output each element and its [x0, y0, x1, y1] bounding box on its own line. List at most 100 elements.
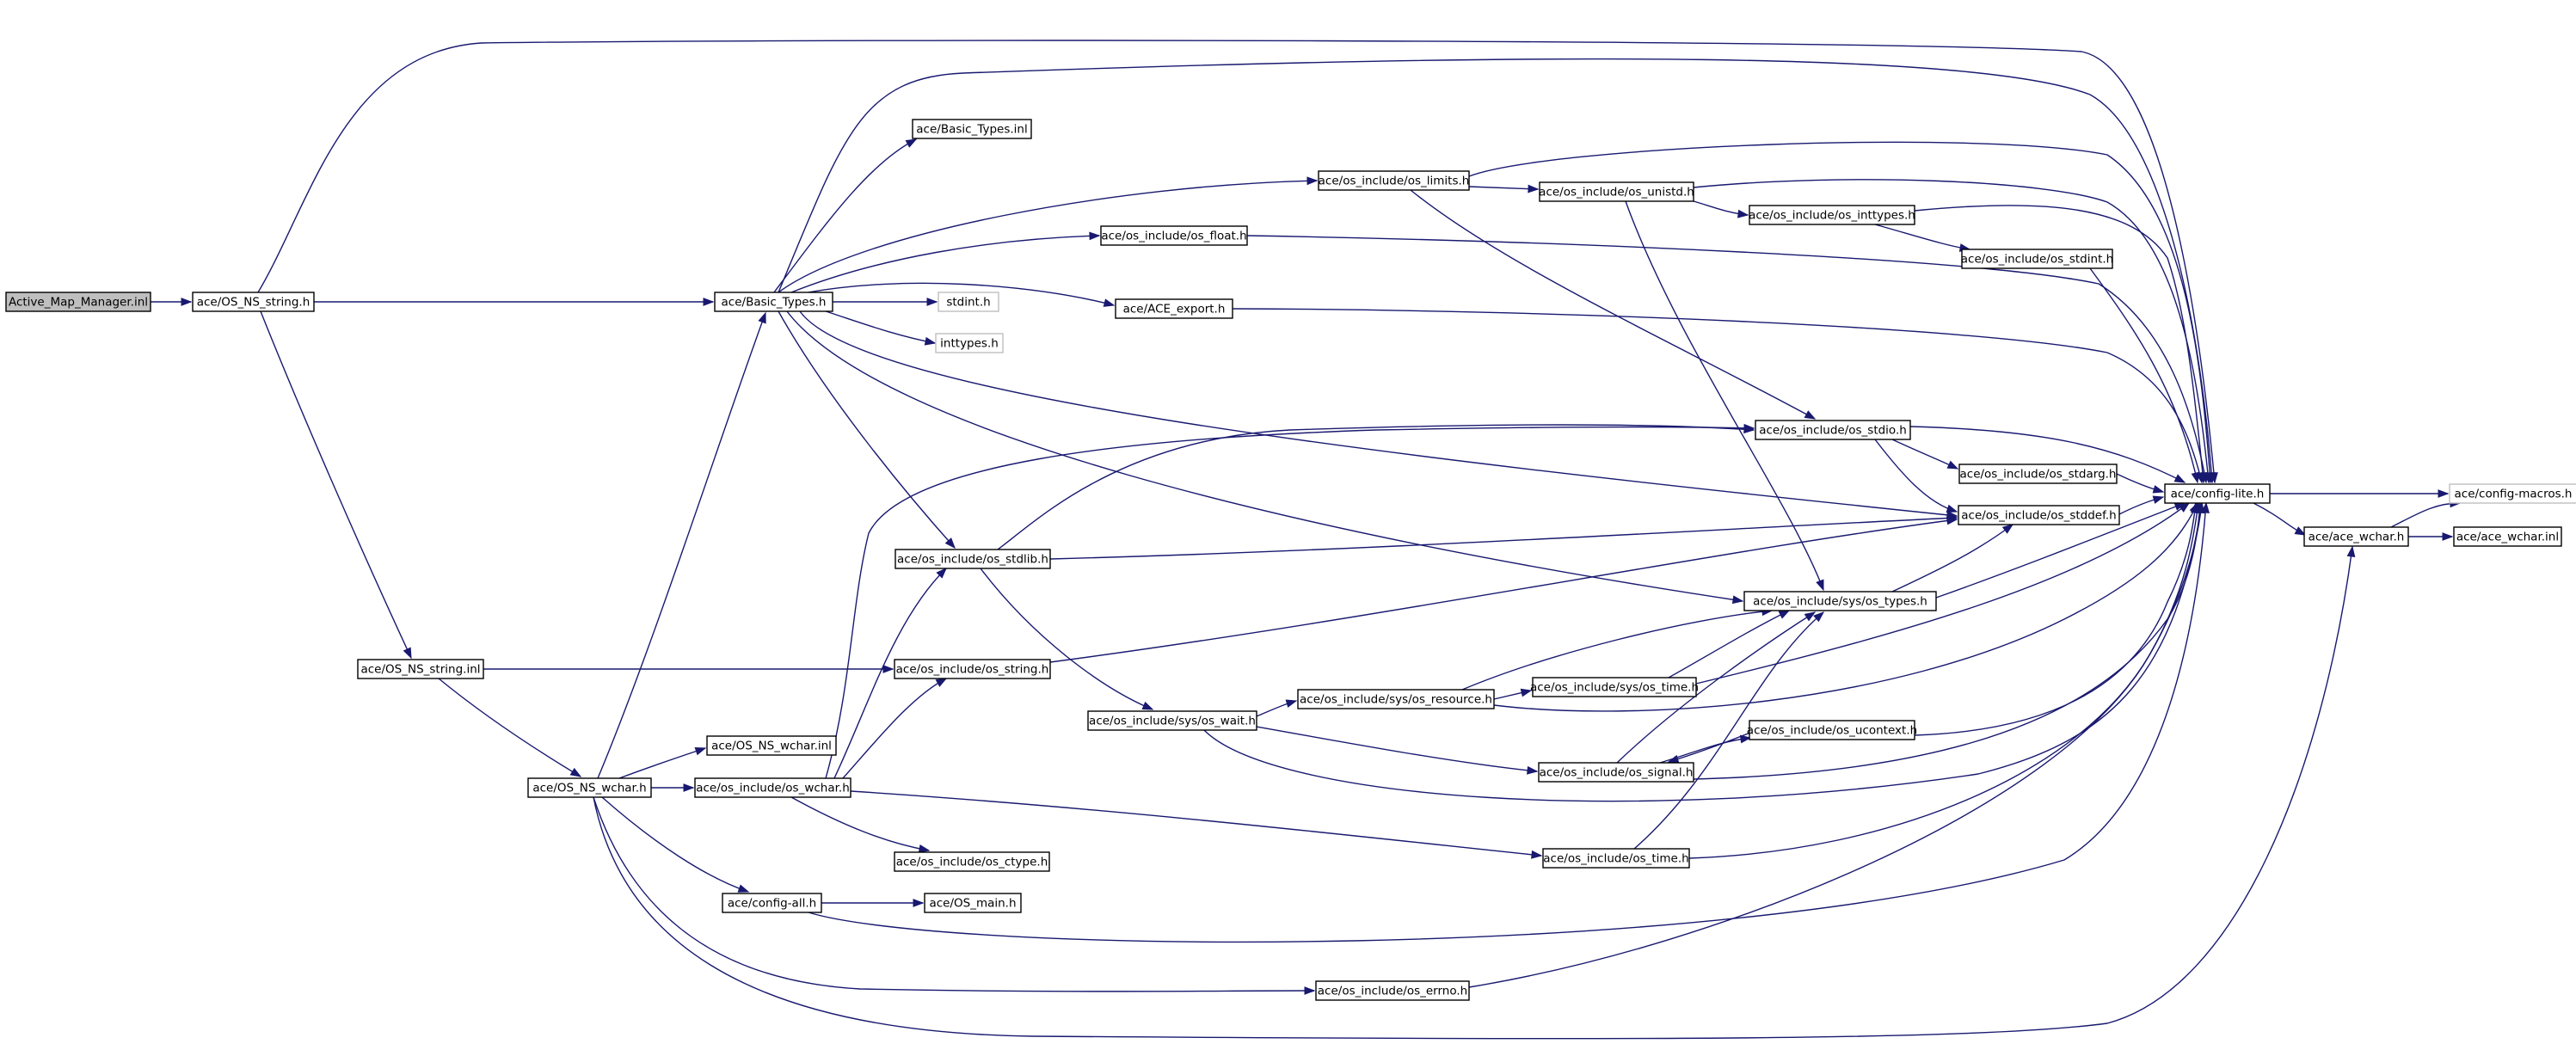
edge-os-stdlib-h-to-os-stdio-h	[997, 424, 1755, 550]
node-box[interactable]	[192, 292, 315, 312]
node-os-stddef-h[interactable]: ace/os_include/os_stddef.h	[1958, 505, 2120, 525]
node-box[interactable]	[706, 735, 837, 756]
node-label: ace/os_include/os_stdarg.h	[1960, 468, 2117, 482]
node-box[interactable]	[1539, 181, 1694, 202]
node-config-macros-h[interactable]: ace/config-macros.h	[2449, 483, 2576, 504]
node-sys-os-types-h[interactable]: ace/os_include/sys/os_types.h	[1743, 591, 1937, 611]
node-config-all-h[interactable]: ace/config-all.h	[722, 893, 822, 913]
edge-arrowhead	[737, 884, 750, 893]
node-box[interactable]	[935, 333, 1004, 353]
node-os-unistd-h[interactable]: ace/os_include/os_unistd.h	[1539, 181, 1694, 202]
edge-arrowhead	[882, 665, 895, 673]
node-basic-types-h[interactable]: ace/Basic_Types.h	[714, 292, 833, 312]
node-box[interactable]	[2453, 526, 2562, 547]
node-os-ucontext-h[interactable]: ace/os_include/os_ucontext.h	[1747, 720, 1917, 740]
node-os-stdarg-h[interactable]: ace/os_include/os_stdarg.h	[1958, 464, 2118, 484]
node-os-errno-h[interactable]: ace/os_include/os_errno.h	[1315, 980, 1470, 1001]
node-os-ctype-h[interactable]: ace/os_include/os_ctype.h	[894, 851, 1050, 872]
node-os-stdio-h[interactable]: ace/os_include/os_stdio.h	[1755, 420, 1911, 440]
edge-config-all-h-to-os-main-h	[821, 899, 925, 907]
node-os-stdlib-h[interactable]: ace/os_include/os_stdlib.h	[895, 549, 1051, 569]
edge-arrowhead	[569, 767, 582, 777]
node-box[interactable]	[1087, 710, 1257, 731]
node-box[interactable]	[1542, 848, 1690, 869]
node-box[interactable]	[2164, 483, 2271, 504]
node-sys-os-wait-h[interactable]: ace/os_include/sys/os_wait.h	[1087, 710, 1257, 731]
edge-os-unistd-h-to-os-inttypes-h	[1693, 200, 1749, 218]
node-box[interactable]	[722, 893, 822, 913]
node-box[interactable]	[2449, 483, 2576, 504]
node-box[interactable]	[924, 893, 1022, 913]
node-box[interactable]	[1749, 205, 1915, 225]
edge-line	[799, 310, 1958, 517]
node-ace-export-h[interactable]: ace/ACE_export.h	[1115, 298, 1233, 319]
node-box[interactable]	[1115, 298, 1233, 319]
node-active-map-manager-inl[interactable]: Active_Map_Manager.inl	[5, 292, 151, 312]
edge-os-stdarg-h-to-config-lite-h	[2116, 473, 2165, 494]
node-box[interactable]	[527, 777, 652, 798]
node-basic-types-inl[interactable]: ace/Basic_Types.inl	[912, 119, 1032, 139]
node-box[interactable]	[1958, 505, 2120, 525]
node-stdint-h[interactable]: stdint.h	[938, 292, 999, 312]
node-box[interactable]	[894, 659, 1051, 679]
edge-arrowhead	[2152, 485, 2165, 494]
node-ace-wchar-h[interactable]: ace/ace_wchar.h	[2303, 526, 2409, 547]
node-os-inttypes-h[interactable]: ace/os_include/os_inttypes.h	[1749, 205, 1915, 225]
node-box[interactable]	[1318, 170, 1470, 191]
node-os-main-h[interactable]: ace/OS_main.h	[924, 893, 1022, 913]
node-box[interactable]	[1532, 677, 1697, 697]
node-box[interactable]	[1958, 464, 2118, 484]
node-box[interactable]	[1743, 591, 1937, 611]
node-label: Active_Map_Manager.inl	[9, 296, 148, 310]
edge-os-stdio-h-to-config-lite-h	[1909, 426, 2186, 483]
node-box[interactable]	[357, 659, 484, 679]
node-os-limits-h[interactable]: ace/os_include/os_limits.h	[1318, 170, 1470, 191]
node-box[interactable]	[714, 292, 833, 312]
edge-active-map-manager-inl-to-os-ns-string-h	[151, 298, 193, 306]
node-box[interactable]	[912, 119, 1032, 139]
node-os-float-h[interactable]: ace/os_include/os_float.h	[1100, 225, 1248, 246]
node-box[interactable]	[1749, 720, 1915, 740]
nodes-layer: Active_Map_Manager.inl ace/OS_NS_string.h…	[5, 119, 2576, 1001]
edge-arrowhead	[1103, 298, 1116, 307]
edge-arrowhead	[2196, 501, 2205, 514]
node-box[interactable]	[2303, 526, 2409, 547]
node-os-signal-h[interactable]: ace/os_include/os_signal.h	[1538, 762, 1694, 783]
node-box[interactable]	[894, 851, 1050, 872]
node-os-string-h[interactable]: ace/os_include/os_string.h	[894, 659, 1051, 679]
node-box[interactable]	[1297, 689, 1495, 709]
node-box[interactable]	[938, 292, 999, 312]
edge-line	[1695, 502, 2190, 685]
node-box[interactable]	[1538, 762, 1694, 783]
node-inttypes-h[interactable]: inttypes.h	[935, 333, 1004, 353]
edge-os-stdio-h-to-os-stdarg-h	[1891, 439, 1959, 470]
node-box[interactable]	[1315, 980, 1470, 1001]
node-sys-os-resource-h[interactable]: ace/os_include/sys/os_resource.h	[1297, 689, 1495, 709]
edge-line	[257, 40, 2216, 483]
node-box[interactable]	[895, 549, 1051, 569]
node-config-lite-h[interactable]: ace/config-lite.h	[2164, 483, 2271, 504]
edge-line	[1874, 439, 1958, 513]
edge-arrowhead	[2346, 545, 2356, 558]
node-os-ns-string-h[interactable]: ace/OS_NS_string.h	[192, 292, 315, 312]
node-os-stdint-h[interactable]: ace/os_include/os_stdint.h	[1961, 249, 2113, 269]
edge-arrowhead	[1743, 423, 1755, 433]
node-box[interactable]	[5, 292, 151, 312]
node-label: ace/OS_NS_string.h	[197, 296, 310, 310]
edge-os-wchar-h-to-os-stdlib-h	[833, 568, 947, 779]
node-os-time-h[interactable]: ace/os_include/os_time.h	[1542, 848, 1690, 869]
node-os-ns-wchar-h[interactable]: ace/OS_NS_wchar.h	[527, 777, 652, 798]
edge-os-signal-h-to-sys-os-types-h	[1616, 611, 1817, 764]
node-box[interactable]	[1755, 420, 1911, 440]
node-box[interactable]	[1100, 225, 1248, 246]
node-ace-wchar-inl[interactable]: ace/ace_wchar.inl	[2453, 526, 2562, 547]
edge-line	[1935, 502, 2186, 599]
node-sys-os-time-h[interactable]: ace/os_include/sys/os_time.h	[1530, 677, 1699, 697]
edge-os-wchar-h-to-os-string-h	[842, 678, 948, 779]
node-box[interactable]	[694, 777, 851, 798]
node-box[interactable]	[1961, 249, 2113, 269]
node-os-wchar-h[interactable]: ace/os_include/os_wchar.h	[694, 777, 851, 798]
node-os-ns-string-inl[interactable]: ace/OS_NS_string.inl	[357, 659, 484, 679]
node-label: ace/os_include/os_errno.h	[1318, 985, 1467, 998]
node-os-ns-wchar-inl[interactable]: ace/OS_NS_wchar.inl	[706, 735, 837, 756]
